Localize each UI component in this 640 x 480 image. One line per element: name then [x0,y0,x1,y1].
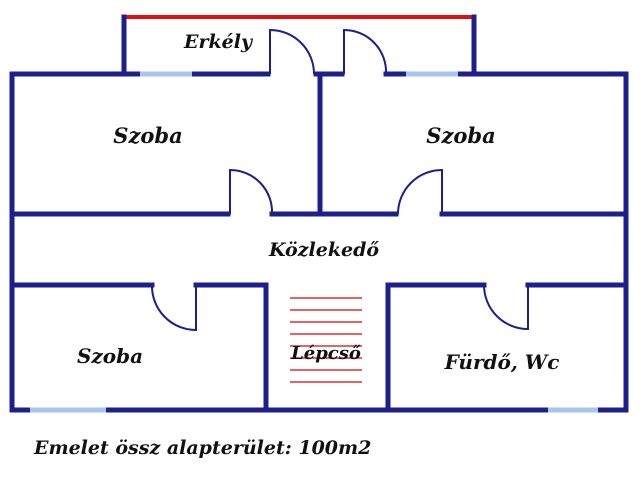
bathroom-door [483,284,529,331]
stair-treads [290,297,362,383]
label-balcony: Erkély [183,31,254,53]
label-room-top-right: Szoba [426,123,495,148]
area-caption: Emelet össz alapterület: 100m2 [33,437,371,459]
label-bathroom: Fürdő, Wc [444,350,560,374]
bottom-left-room-door [150,284,197,332]
label-room-bottom-left: Szoba [77,344,143,368]
walls [9,14,629,413]
doors [150,28,529,332]
top-right-room-door [397,168,443,215]
windows [30,71,598,413]
balcony-door-right [343,28,388,75]
label-stairs: Lépcső [290,343,361,364]
top-left-room-door [229,168,274,215]
balcony-door-left [269,28,315,75]
label-room-top-left: Szoba [113,123,182,148]
label-corridor: Közlekedő [268,239,379,261]
